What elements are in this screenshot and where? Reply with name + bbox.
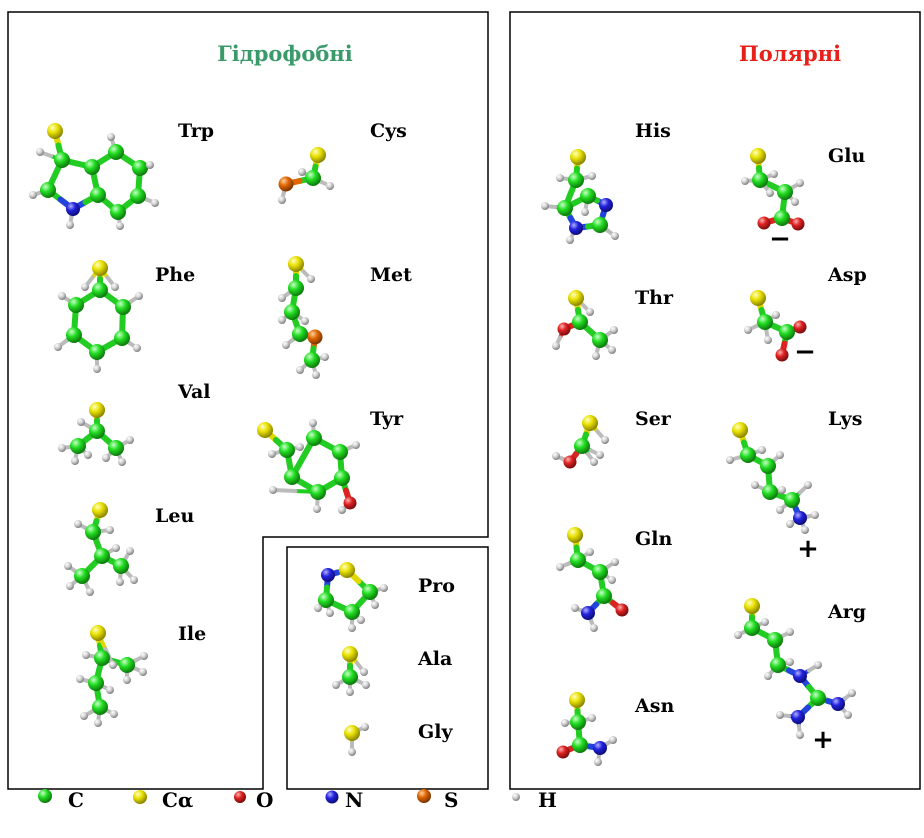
label-leu: Leu — [155, 505, 194, 527]
molecule-met — [278, 256, 329, 379]
label-trp: Trp — [178, 120, 214, 142]
molecule-models — [29, 123, 856, 766]
molecule-asn — [556, 692, 617, 766]
label-thr: Thr — [635, 287, 674, 309]
charge-asp: − — [794, 337, 816, 367]
legend-swatch-n — [325, 790, 339, 804]
legend-label-ca: Cα — [162, 788, 193, 812]
molecule-val — [58, 402, 134, 466]
label-pro: Pro — [418, 575, 455, 597]
legend-swatch-s — [417, 789, 431, 803]
legend-swatch-c — [38, 789, 52, 803]
molecule-tyr — [257, 419, 360, 514]
label-ala: Ala — [417, 648, 452, 670]
label-gly: Gly — [418, 721, 453, 743]
molecule-lys — [726, 422, 819, 534]
charge-lys: + — [797, 534, 819, 564]
legend-label-n: N — [345, 788, 363, 812]
molecule-asp — [744, 290, 807, 362]
label-lys: Lys — [828, 408, 862, 430]
polar-title: Полярні — [739, 41, 841, 66]
molecule-ser — [552, 415, 609, 469]
label-asn: Asn — [634, 695, 674, 717]
label-met: Met — [370, 264, 412, 286]
molecule-glu — [741, 148, 805, 231]
charge-glu: − — [769, 224, 791, 254]
legend-swatch-h — [512, 793, 520, 801]
label-arg: Arg — [827, 601, 866, 623]
molecule-gln — [556, 527, 629, 632]
legend-label-h: H — [538, 788, 557, 812]
label-phe: Phe — [155, 264, 195, 286]
molecule-pro — [314, 562, 388, 632]
molecule-thr — [552, 290, 618, 360]
legend-swatch-o — [234, 791, 246, 803]
legend-label-c: C — [68, 788, 84, 812]
legend-swatch-ca — [133, 790, 147, 804]
molecule-his — [541, 149, 619, 244]
molecule-leu — [64, 502, 138, 596]
label-his: His — [635, 120, 671, 142]
charge-arg: + — [812, 725, 834, 755]
legend-label-s: S — [444, 788, 458, 812]
molecule-cys — [278, 147, 334, 204]
special-panel-border — [286, 546, 489, 790]
label-glu: Glu — [828, 145, 865, 167]
molecule-ala — [332, 646, 370, 696]
label-ile: Ile — [178, 623, 206, 645]
molecule-ile — [76, 625, 148, 727]
label-tyr: Tyr — [370, 408, 404, 430]
hydrophobic-title: Гідрофобні — [217, 41, 352, 66]
label-gln: Gln — [635, 528, 672, 550]
legend-label-o: O — [256, 788, 273, 812]
legend: C Cα O N S H — [38, 788, 557, 812]
molecule-trp — [29, 123, 159, 230]
molecule-phe — [54, 260, 143, 373]
molecule-gly — [344, 723, 369, 756]
polar-panel-border — [509, 11, 921, 790]
label-val: Val — [177, 381, 211, 403]
hydrophobic-panel-border — [7, 11, 489, 790]
molecule-arg — [734, 598, 856, 739]
label-asp: Asp — [827, 264, 867, 286]
label-cys: Cys — [370, 120, 407, 142]
label-ser: Ser — [635, 408, 672, 430]
